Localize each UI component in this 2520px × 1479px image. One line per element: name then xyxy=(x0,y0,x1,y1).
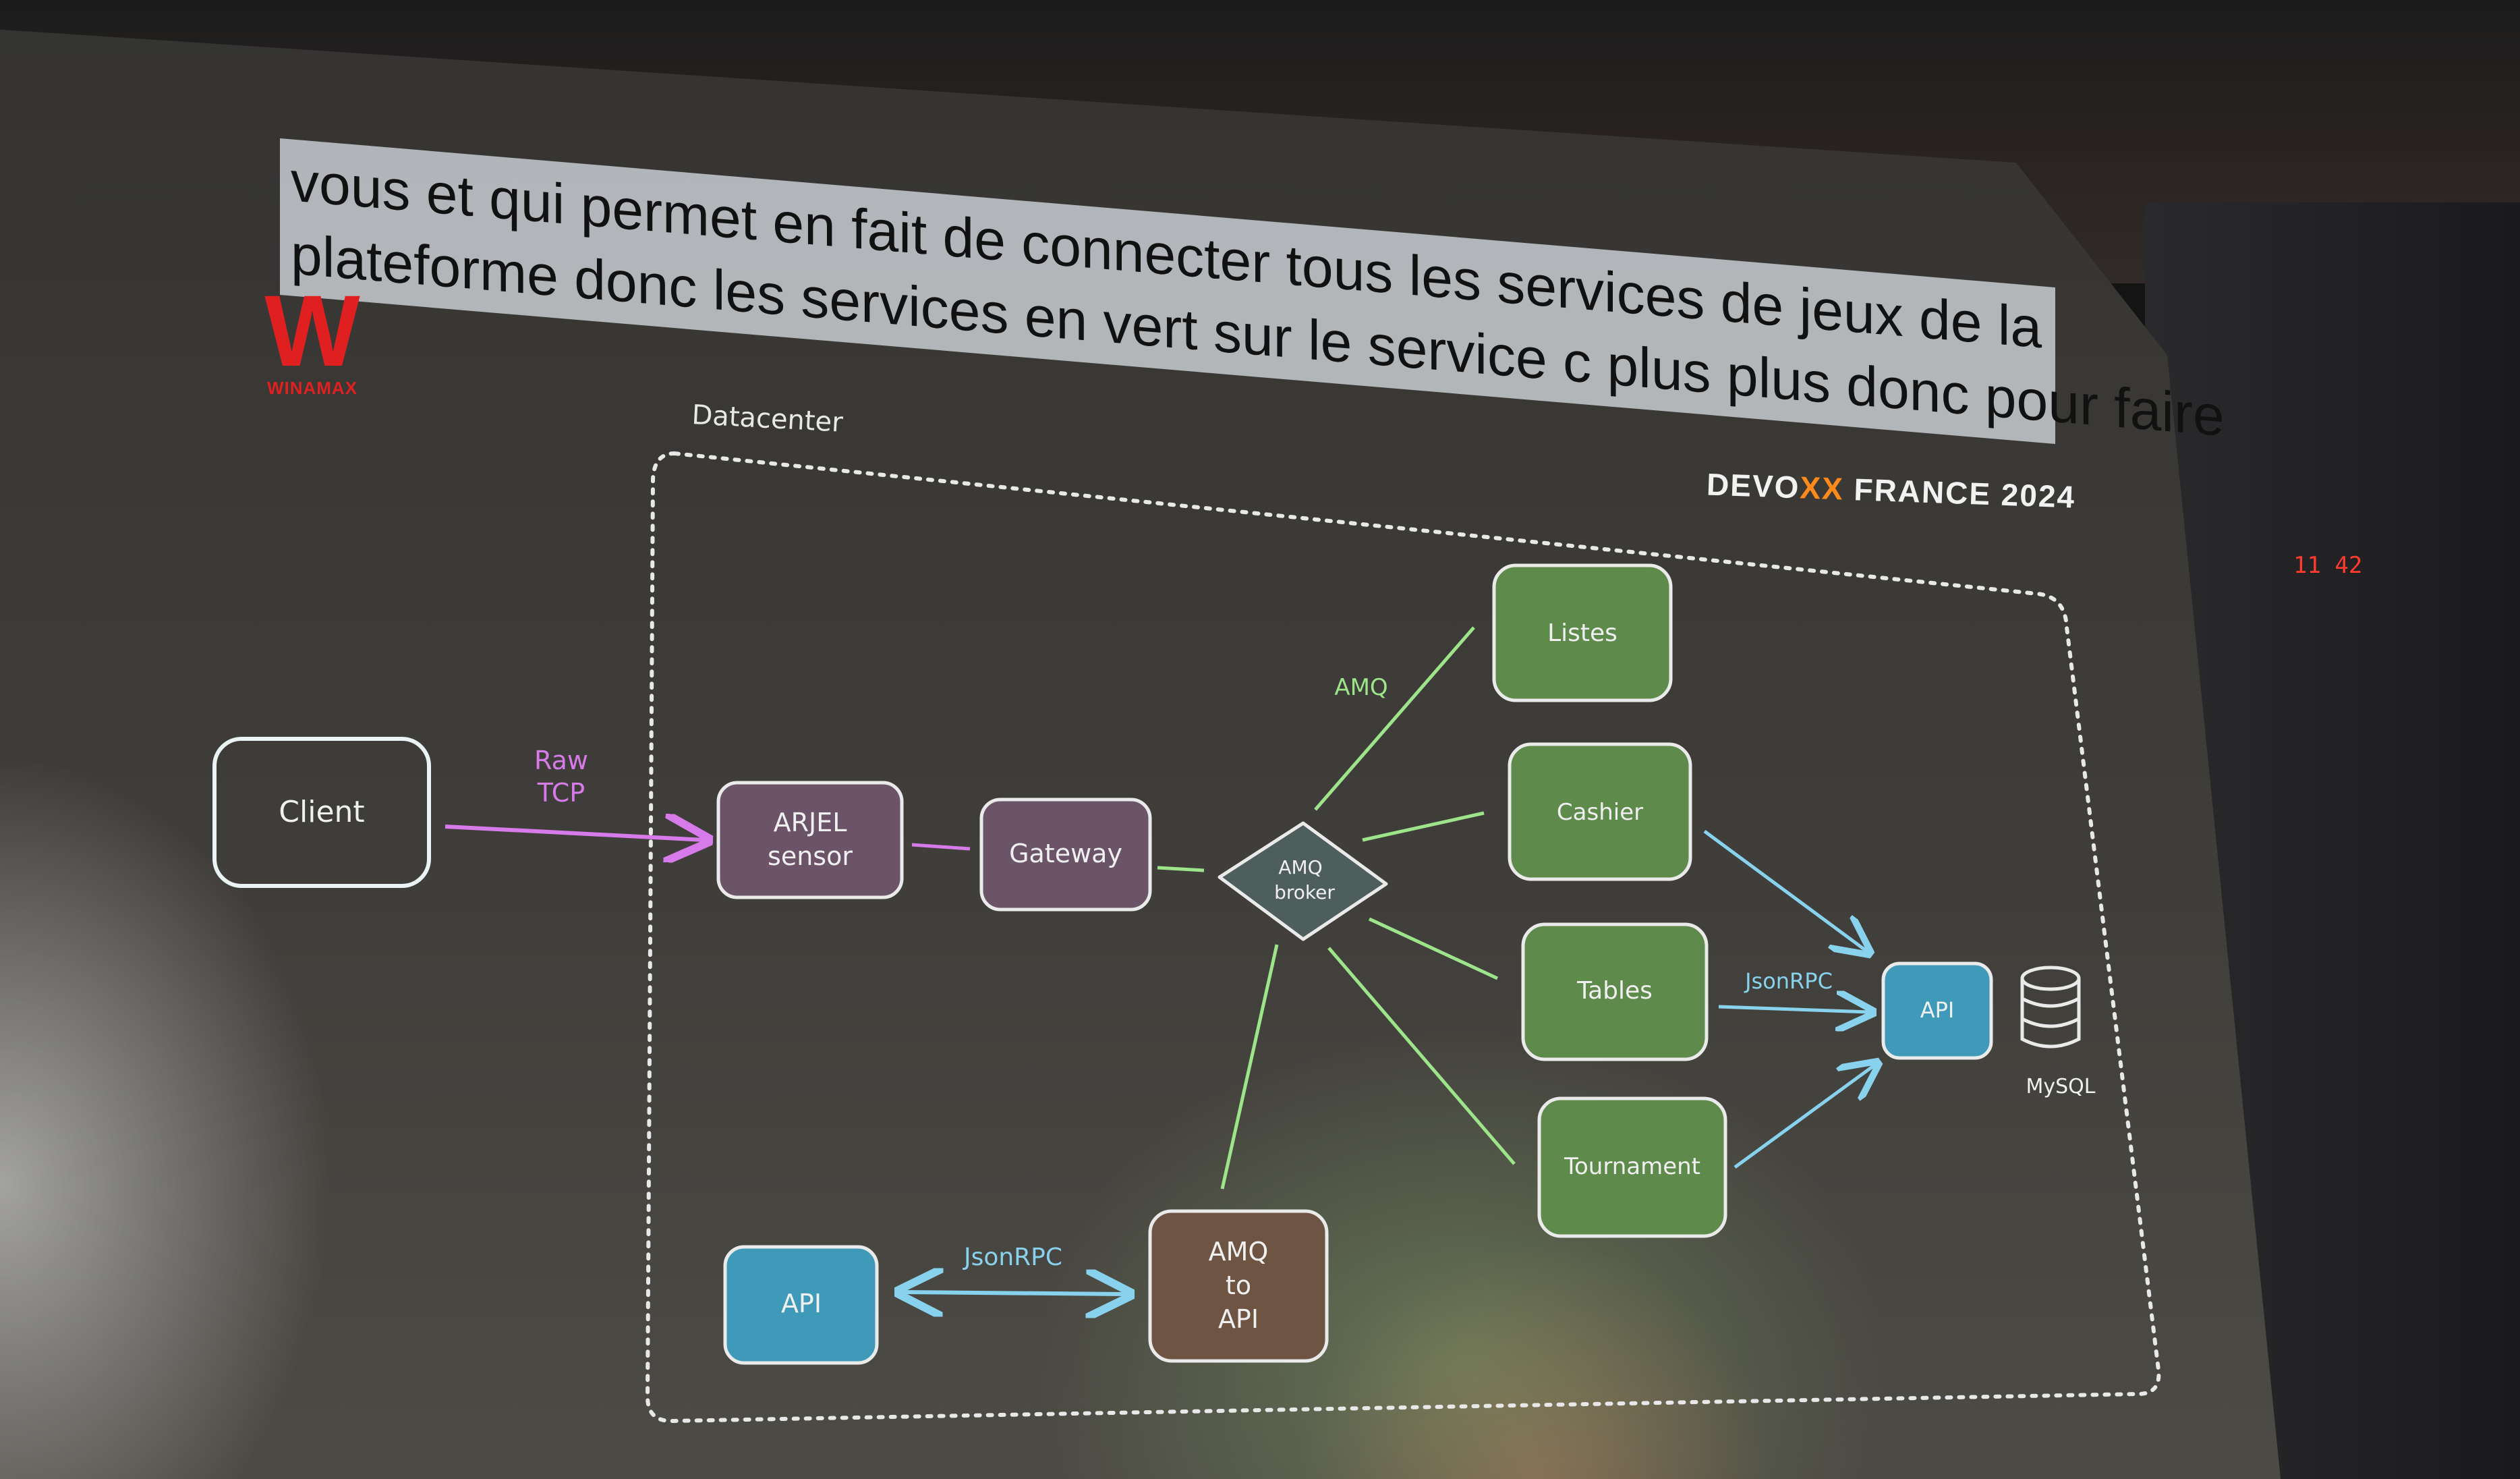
node-api-right-label: API xyxy=(1920,997,1955,1023)
node-api-right: API xyxy=(1881,961,1993,1060)
node-tables: Tables xyxy=(1521,922,1709,1061)
jsonrpc-label-right: JsonRPC xyxy=(1744,968,1833,994)
node-listes: Listes xyxy=(1492,563,1673,702)
node-amqtoapi-line3: API xyxy=(1218,1304,1259,1334)
edge-tables-api xyxy=(1718,1007,1870,1012)
node-amq-broker: AMQ broker xyxy=(1218,821,1388,941)
node-tables-label: Tables xyxy=(1576,977,1653,1005)
node-cashier-label: Cashier xyxy=(1557,799,1643,826)
winamax-logo-glyph: W xyxy=(264,274,360,387)
datacenter-boundary xyxy=(645,451,2161,1424)
edge-broker-amqtoapi xyxy=(1220,944,1279,1190)
edge-client-arjel xyxy=(445,827,705,840)
edge-api-amqtoapi xyxy=(903,1292,1126,1294)
edge-broker-tables xyxy=(1368,917,1499,980)
node-arjel-label-line1: ARJEL xyxy=(774,808,847,837)
node-tournament: Tournament xyxy=(1537,1096,1727,1238)
edge-arjel-gateway xyxy=(911,843,971,851)
node-amq-to-api: AMQ to API xyxy=(1148,1209,1329,1363)
node-amqtoapi-line2: to xyxy=(1226,1271,1251,1300)
node-broker-label-line2: broker xyxy=(1274,881,1335,903)
node-arjel-label-line2: sensor xyxy=(768,841,853,871)
datacenter-label: Datacenter xyxy=(691,399,844,439)
edge-tournament-api xyxy=(1734,1065,1875,1169)
node-api-bottom: API xyxy=(723,1245,879,1365)
edge-broker-listes xyxy=(1314,626,1475,811)
node-api-bottom-label: API xyxy=(781,1289,822,1318)
node-cashier: Cashier xyxy=(1508,742,1692,881)
winamax-logo-text: WINAMAX xyxy=(266,378,358,398)
node-gateway: Gateway xyxy=(979,798,1152,912)
winamax-logo: W WINAMAX xyxy=(262,274,363,399)
database-icon xyxy=(2020,966,2081,1049)
edge-cashier-api xyxy=(1703,829,1867,951)
node-listes-label: Listes xyxy=(1547,619,1617,647)
edges xyxy=(445,626,1875,1294)
node-arjel-sensor: ARJEL sensor xyxy=(716,781,904,899)
node-client-label: Client xyxy=(279,795,364,829)
node-gateway-label: Gateway xyxy=(1009,839,1122,868)
jsonrpc-label-bottom: JsonRPC xyxy=(963,1244,1062,1271)
mysql-label: MySQL xyxy=(2026,1075,2095,1098)
raw-tcp-label-line2: TCP xyxy=(537,778,585,808)
node-amqtoapi-line1: AMQ xyxy=(1209,1237,1269,1266)
node-broker-label-line1: AMQ xyxy=(1278,856,1322,878)
node-client: Client xyxy=(212,737,431,888)
edge-gateway-broker xyxy=(1157,866,1205,872)
raw-tcp-label-line1: Raw xyxy=(534,746,588,775)
node-tournament-label: Tournament xyxy=(1564,1153,1700,1180)
room-clock: 11 42 xyxy=(2293,552,2363,579)
edge-broker-cashier xyxy=(1362,811,1485,842)
amq-label: AMQ xyxy=(1334,674,1387,701)
edge-broker-tournament xyxy=(1327,947,1516,1165)
